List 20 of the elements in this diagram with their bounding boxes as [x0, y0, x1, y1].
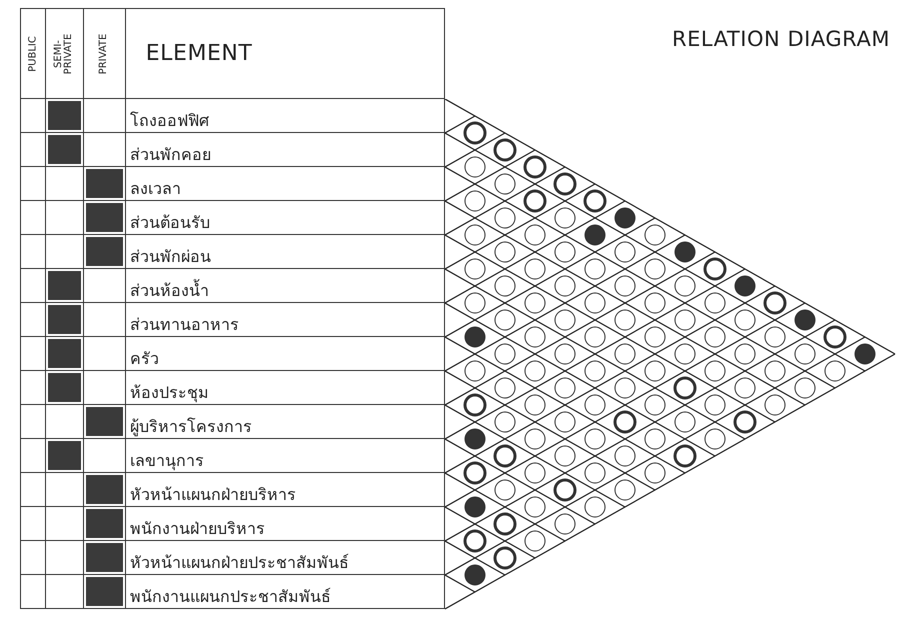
element-name: ลงเวลา — [130, 178, 181, 200]
element-name: ส่วนทานอาหาร — [130, 314, 239, 336]
column-header: PRIVATE — [99, 32, 110, 76]
element-name: ห้องประชุม — [130, 382, 209, 404]
element-name: ส่วนพักผ่อน — [130, 246, 211, 268]
element-name: โถงออฟฟิศ — [130, 110, 209, 132]
column-header: PUBLIC — [28, 34, 38, 74]
column-header: ELEMENT — [146, 40, 252, 68]
column-header: SEMI- PRIVATE — [54, 32, 74, 76]
element-name: พนักงานฝ่ายบริหาร — [130, 518, 265, 540]
element-name: ส่วนพักคอย — [130, 144, 211, 166]
element-name: หัวหน้าแผนกฝ่ายประชาสัมพันธ์ — [130, 552, 349, 574]
element-name: ส่วนต้อนรับ — [130, 212, 210, 234]
element-name: ส่วนห้องน้ำ — [130, 280, 209, 302]
diagram-title: RELATION DIAGRAM — [671, 26, 890, 53]
element-name: เลขานุการ — [130, 450, 204, 472]
element-name: ผู้บริหารโครงการ — [130, 416, 252, 438]
element-name: หัวหน้าแผนกฝ่ายบริหาร — [130, 484, 296, 506]
element-name: ครัว — [130, 348, 159, 370]
element-name: พนักงานแผนกประชาสัมพันธ์ — [130, 586, 331, 608]
